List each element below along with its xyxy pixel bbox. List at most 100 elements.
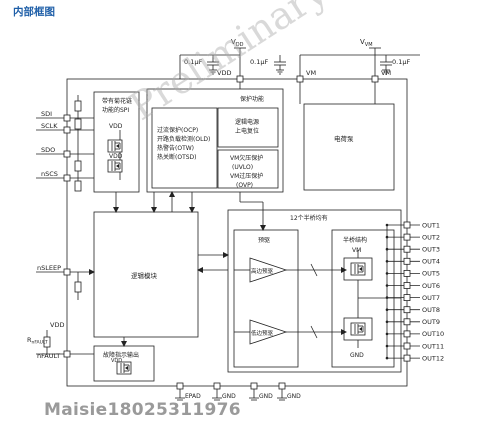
protection-region <box>146 88 284 193</box>
nscs-label: nSCS <box>41 170 58 178</box>
cap-vm1 <box>274 55 286 75</box>
pin-vm1-label: VM <box>306 69 316 77</box>
ls-driver-label: 低边预驱 <box>251 329 274 337</box>
output-label-7: OUT7 <box>422 294 440 302</box>
output-node <box>385 284 389 287</box>
spi-vdd2: VDD <box>109 153 123 160</box>
output-node <box>385 247 389 251</box>
cap2-label: 0.1μF <box>250 58 268 66</box>
output-pin <box>403 282 411 289</box>
rfault-label: RnFAULT <box>27 336 48 346</box>
output-pin <box>403 318 411 326</box>
output-node <box>385 308 389 312</box>
vdd-supply-label: VDD <box>231 38 244 48</box>
output-node <box>385 332 389 336</box>
hb-gnd-label: GND <box>350 352 364 359</box>
reset-line1: 逻辑电源 <box>235 118 259 126</box>
pin-gnd3 <box>278 382 286 390</box>
vm-prot-line3: VM过压保护 <box>230 172 263 180</box>
output-node <box>385 320 389 324</box>
half-bridge-region <box>227 209 402 373</box>
ground-symbols <box>175 389 287 401</box>
spi-fet-high <box>107 139 123 153</box>
output-pin <box>403 269 411 277</box>
output-label-9: OUT9 <box>422 318 440 326</box>
spi-block <box>93 91 140 193</box>
pin-sclk <box>63 126 71 134</box>
spi-vdd1: VDD <box>109 123 123 130</box>
logic-label: 逻辑模块 <box>131 271 158 280</box>
pin-vdd-label: VDD <box>217 69 231 77</box>
output-pin <box>403 245 411 253</box>
charge-pump-label: 电荷泵 <box>334 134 354 143</box>
half-bridge-structure-box <box>331 229 395 368</box>
fault-vdd-label: VDD <box>111 358 122 364</box>
output-pin <box>403 233 411 241</box>
page-title: 内部框图 <box>13 6 55 18</box>
pin-vm2 <box>371 75 379 83</box>
vm-protection-box <box>217 149 279 189</box>
spi-line1: 带有菊花链 <box>102 97 132 105</box>
nfault-label: nFAULT <box>37 352 60 360</box>
output-pins: OUT1OUT2OUT3OUT4OUT5OUT6OUT7OUT8OUT9OUT1… <box>385 221 444 362</box>
output-label-12: OUT12 <box>422 354 444 362</box>
spi-fet-low <box>107 159 123 173</box>
sdo-label: SDO <box>41 146 55 154</box>
vm-prot-line2: (UVLO) <box>232 164 253 171</box>
spi-line2: 功能的SPI <box>102 106 129 114</box>
output-node <box>385 356 389 360</box>
hb-vm-label: VM <box>352 247 361 254</box>
protection-item-4: 热关断(OTSD) <box>157 153 197 161</box>
output-pin <box>403 294 411 302</box>
output-pin <box>403 257 411 265</box>
output-label-2: OUT2 <box>422 233 440 241</box>
output-pin <box>403 342 411 350</box>
pin-vdd <box>236 75 244 83</box>
protection-item-2: 开路负载检测(OLD) <box>157 135 210 143</box>
cap-vm2 <box>380 55 392 75</box>
vdd-left-label: VDD <box>50 321 64 329</box>
output-label-1: OUT1 <box>422 221 440 229</box>
fault-output-block <box>93 345 155 382</box>
output-node <box>385 272 389 275</box>
output-pin <box>403 306 411 314</box>
output-label-8: OUT8 <box>422 306 440 314</box>
pin-vm1 <box>296 75 304 83</box>
output-label-3: OUT3 <box>422 246 440 254</box>
pin-gnd1 <box>213 382 221 390</box>
hs-fet <box>350 262 366 276</box>
pin-epad <box>176 382 184 390</box>
output-pin <box>403 330 411 338</box>
pin-sdo <box>63 150 71 158</box>
structure-label: 半桥结构 <box>343 236 367 244</box>
charge-pump-block <box>303 103 395 191</box>
pin-nfault <box>63 350 71 358</box>
vm-prot-line1: VM欠压保护 <box>230 154 263 162</box>
pin-vm2-label: VM <box>381 69 391 77</box>
hs-driver-label: 高边预驱 <box>251 267 274 275</box>
half-bridge-header: 12个半桥均有 <box>290 214 328 222</box>
reset-box <box>217 107 279 148</box>
epad-label: EPAD <box>185 393 201 400</box>
output-label-4: OUT4 <box>422 258 440 266</box>
output-label-11: OUT11 <box>422 342 444 350</box>
vm-prot-line4: (OVP) <box>236 182 253 189</box>
fault-output-label: 故障指示输出 <box>103 351 139 359</box>
cap3-label: 0.1μF <box>392 58 410 66</box>
output-node <box>385 235 389 239</box>
sclk-label: SCLK <box>41 122 58 130</box>
brand-watermark: Maisie18025311976 <box>44 400 241 420</box>
protection-list-box <box>151 107 218 189</box>
output-label-6: OUT6 <box>422 282 440 290</box>
gnd2-label: GND <box>259 393 273 400</box>
protection-header: 保护功能 <box>240 95 264 103</box>
output-node <box>385 344 389 348</box>
output-pin <box>403 354 411 362</box>
output-label-10: OUT10 <box>422 330 444 338</box>
predriver-box <box>233 229 299 368</box>
gnd1-label: GND <box>222 393 236 400</box>
pin-gnd2 <box>250 382 258 390</box>
pin-nsleep <box>63 268 71 276</box>
output-node <box>385 260 389 263</box>
